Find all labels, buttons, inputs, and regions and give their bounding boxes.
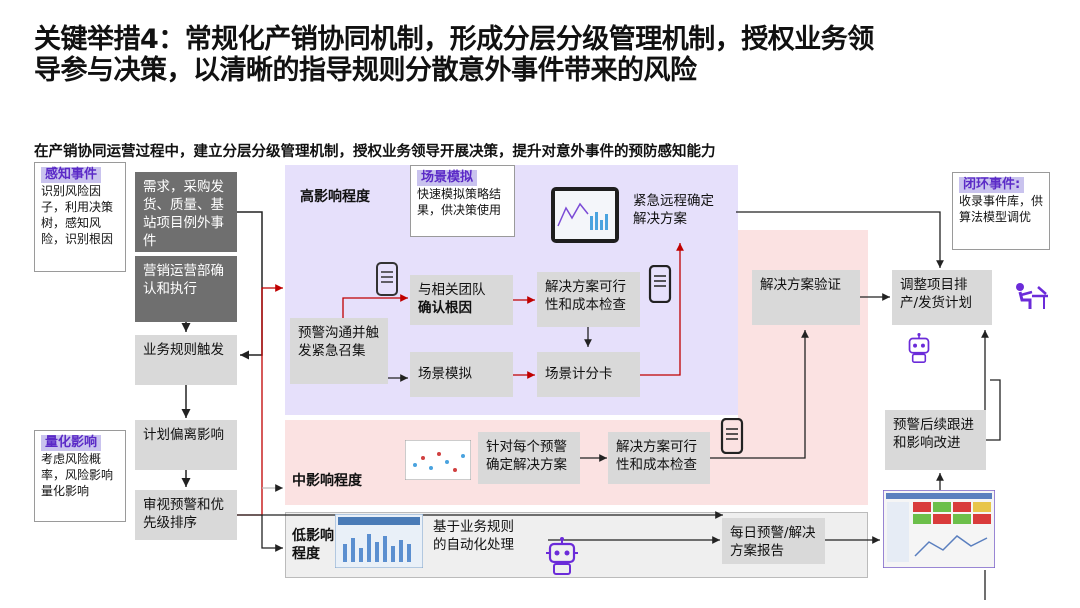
closed-loop-note: 闭环事件: 收录事件库，供算法模型调优: [952, 172, 1050, 250]
mid-feasibility-box: 解决方案可行性和成本检查: [608, 432, 710, 484]
scenario-sim-note: 场景模拟 快速模拟策略结果，供决策使用: [410, 165, 515, 237]
closed-loop-text: 收录事件库，供算法模型调优: [959, 193, 1043, 225]
feasibility-check-box: 解决方案可行性和成本检查: [537, 272, 640, 327]
quantify-impact-note: 量化影响 考虑风险概率，风险影响量化影响: [34, 430, 126, 522]
adjust-plan-box: 调整项目排产/发货计划: [892, 270, 992, 325]
per-alert-solution-box: 针对每个预警确定解决方案: [478, 432, 580, 484]
daily-report-box: 每日预警/解决方案报告: [722, 518, 825, 564]
phone-icon: [720, 418, 744, 454]
low-impact-label: 低影响 程度: [292, 527, 334, 563]
high-impact-label: 高影响程度: [300, 186, 370, 206]
sense-event-note: 感知事件 识别风险因子，利用决策树，感知风险，识别根因: [34, 162, 126, 272]
scenario-sim-text: 快速模拟策略结果，供决策使用: [417, 186, 508, 218]
confirm-root-cause-box: 与相关团队 确认根因: [410, 275, 513, 325]
scenario-sim-box: 场景模拟: [410, 352, 513, 397]
phone-icon: [375, 262, 399, 296]
low-impact-label-line1: 低影响: [292, 527, 334, 545]
dashboard-screenshot-icon: [883, 490, 995, 568]
phone-icon: [648, 265, 672, 303]
scenario-scorecard-box: 场景计分卡: [537, 352, 640, 397]
quantify-impact-heading: 量化影响: [41, 435, 101, 451]
solution-verify-box: 解决方案验证: [752, 270, 860, 325]
robot-icon: [905, 333, 933, 363]
low-impact-label-line2: 程度: [292, 545, 334, 563]
report-screenshot-icon: [335, 514, 423, 568]
sense-event-text: 识别风险因子，利用决策树，感知风险，识别根因: [41, 183, 119, 247]
quantify-impact-text: 考虑风险概率，风险影响量化影响: [41, 451, 119, 499]
scatter-chart-thumbnail-icon: [405, 440, 471, 480]
closed-loop-heading: 闭环事件:: [959, 177, 1024, 193]
plan-deviation-box: 计划偏离影响: [135, 420, 237, 470]
rule-trigger-box: 业务规则触发: [135, 335, 237, 385]
auto-process-box: 基于业务规则的自动化处理: [425, 512, 525, 572]
remote-solution-box: 紧急远程确定解决方案: [625, 186, 735, 242]
confirm-root-cause-line2: 确认根因: [418, 299, 505, 317]
follow-up-box: 预警后续跟进和影响改进: [885, 410, 986, 470]
marketing-ops-box: 营销运营部确认和执行: [135, 256, 237, 322]
person-at-desk-icon: [1010, 282, 1050, 310]
warn-convene-box: 预警沟通并触发紧急召集: [290, 318, 388, 384]
tablet-chart-icon: [550, 186, 620, 244]
demand-events-box: 需求，采购发货、质量、基站项目例外事件: [135, 172, 237, 252]
sense-event-heading: 感知事件: [41, 167, 101, 183]
robot-icon: [545, 537, 579, 575]
scenario-sim-heading: 场景模拟: [417, 170, 477, 186]
confirm-root-cause-line1: 与相关团队: [418, 281, 505, 299]
mid-impact-label: 中影响程度: [292, 470, 362, 490]
review-alert-box: 审视预警和优先级排序: [135, 490, 237, 540]
